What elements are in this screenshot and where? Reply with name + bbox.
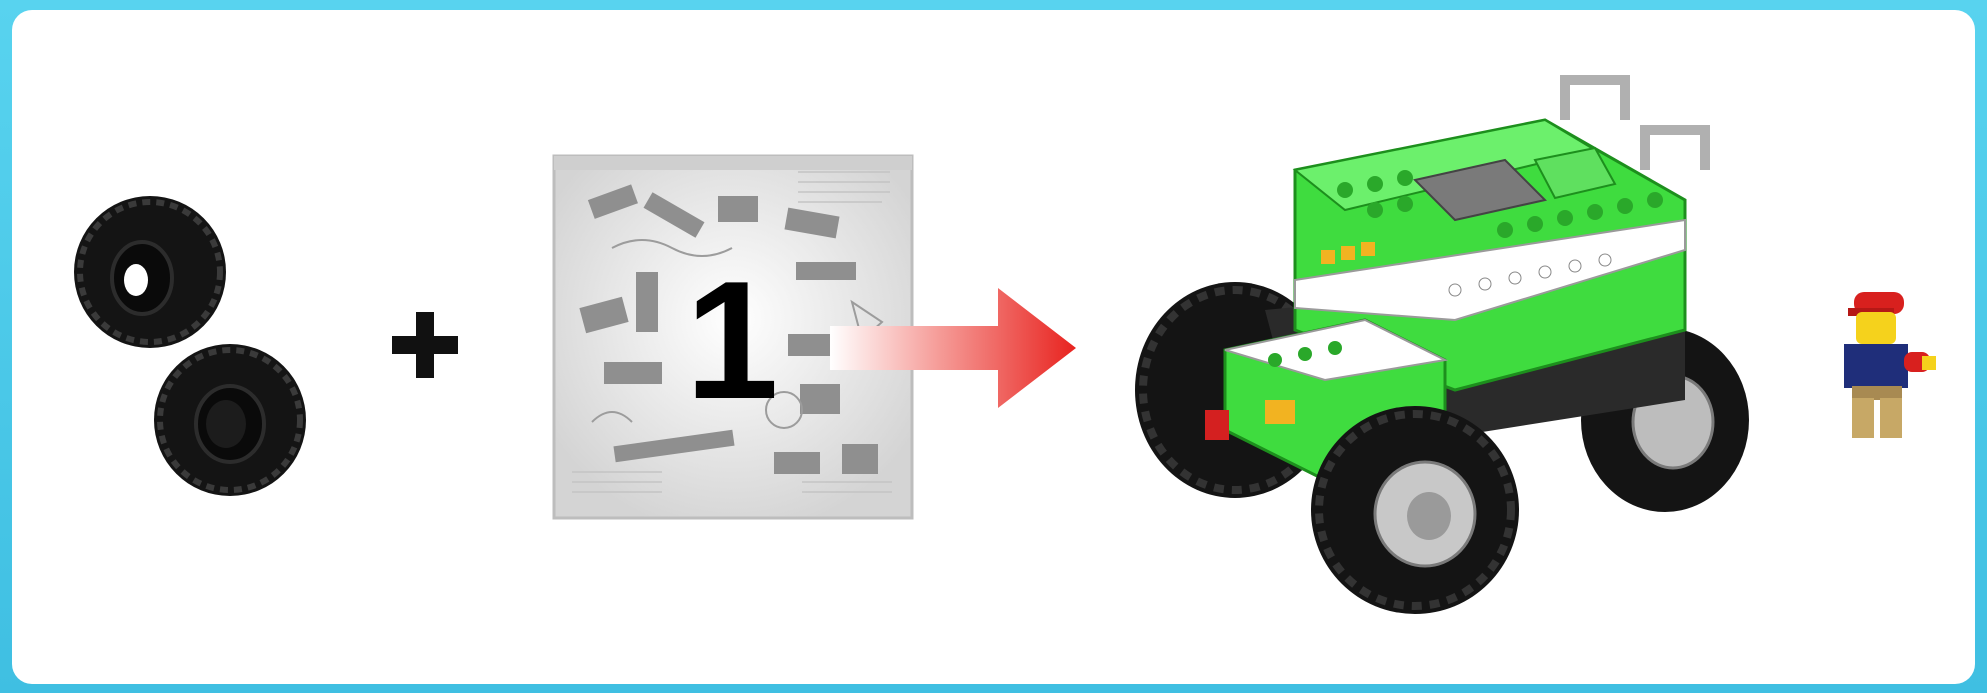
right-arrow-icon bbox=[830, 288, 1076, 408]
minifigure-icon bbox=[1830, 290, 1942, 450]
plus-icon bbox=[392, 312, 458, 378]
monster-truck-model bbox=[1125, 60, 1785, 620]
tire-icon bbox=[150, 340, 310, 500]
bag-number: 1 bbox=[662, 256, 802, 424]
tire-icon bbox=[70, 192, 230, 352]
